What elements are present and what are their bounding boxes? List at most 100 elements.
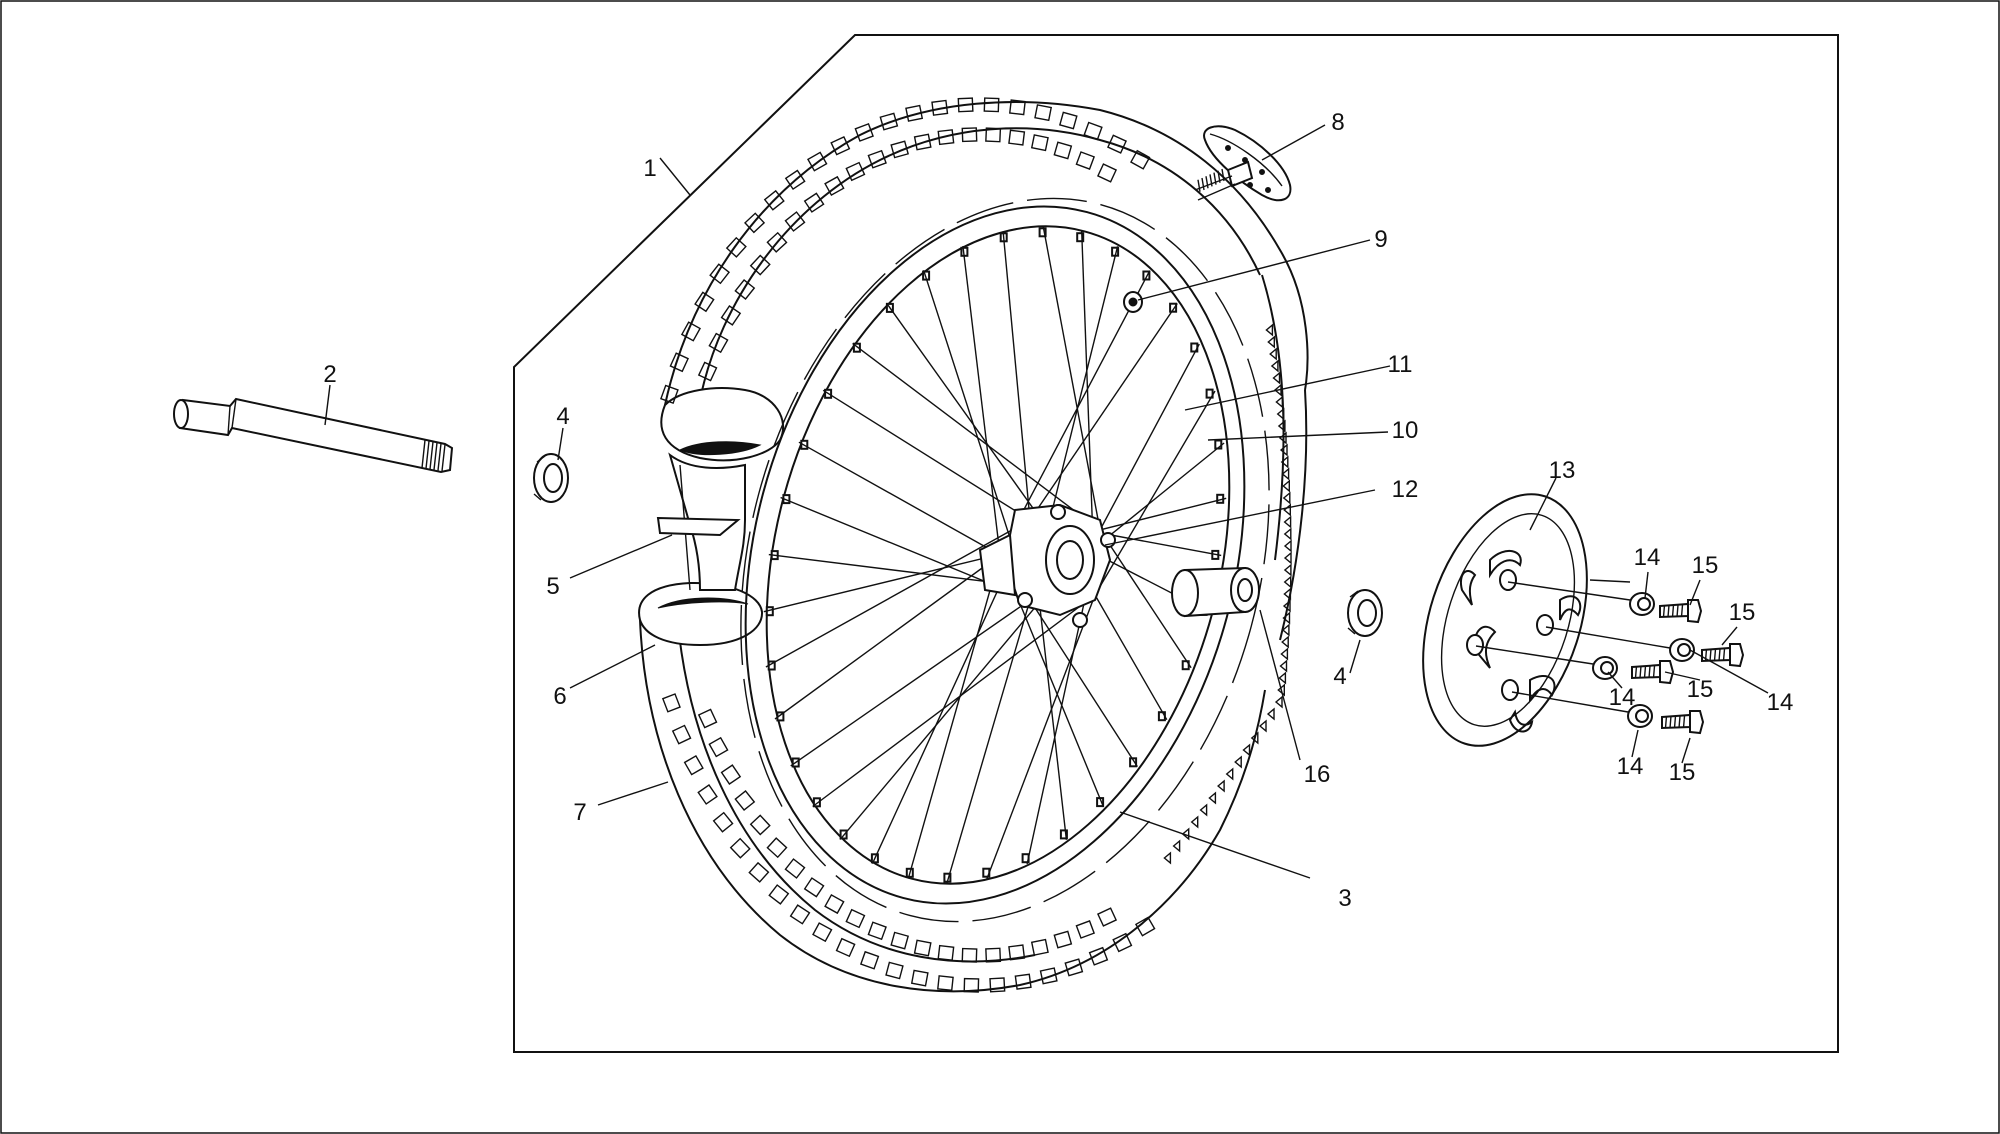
sidewall-tooth	[1266, 707, 1275, 721]
tread-block	[1075, 920, 1096, 939]
tread-block	[1058, 111, 1078, 130]
callout-labels: 1 2 3 4 4 5 6 7 8 9 10 11 12 13 14 14 14…	[323, 109, 1793, 912]
spoke	[812, 594, 1096, 808]
sidewall-tooth	[1282, 611, 1291, 625]
sidewall-tooth	[1276, 407, 1285, 421]
spoke	[999, 270, 1151, 556]
sidewall-tooth	[1225, 767, 1234, 781]
tread-block	[784, 858, 806, 879]
hub	[978, 503, 1116, 628]
rim	[740, 197, 1270, 923]
sidewall-tooth	[1282, 599, 1291, 613]
thread-line	[425, 440, 430, 469]
callout-2: 2	[323, 361, 336, 388]
tread-block	[835, 937, 856, 958]
tread-block	[985, 947, 1002, 963]
tread-block	[913, 133, 932, 151]
spoke	[765, 519, 1031, 668]
spoke	[798, 441, 1001, 556]
tread-block	[766, 231, 788, 253]
spoke	[1002, 231, 1031, 521]
tread-block	[784, 211, 806, 232]
sidewall-tooth	[1190, 815, 1199, 829]
tread-block	[1096, 163, 1118, 183]
spoke-nipple	[1169, 302, 1178, 313]
spoke	[1099, 343, 1200, 531]
spoke	[1094, 594, 1168, 721]
bolt-head	[1729, 643, 1745, 668]
tread-block	[1014, 973, 1032, 990]
spoke-nipple	[1059, 829, 1068, 840]
spoke	[946, 599, 1031, 884]
tread-block	[824, 894, 845, 915]
washer-hole	[1635, 709, 1649, 723]
tread-block	[1039, 967, 1058, 985]
sidewall-tooth	[1277, 419, 1286, 433]
callout-14-d: 14	[1617, 753, 1644, 780]
callout-15-b: 15	[1729, 599, 1756, 626]
rim-lock	[1194, 125, 1292, 202]
tread-block	[749, 814, 771, 836]
tread-block	[961, 947, 978, 963]
callout-14-b: 14	[1767, 689, 1794, 716]
leader-lines	[324, 124, 1631, 879]
tread-block	[937, 129, 955, 146]
sidewall-tooth	[1181, 827, 1190, 841]
sidewall-tooth	[1267, 335, 1275, 349]
sidewall-tooth	[1258, 719, 1267, 733]
sidewall-tooth	[1280, 455, 1289, 469]
callout-14-a: 14	[1634, 544, 1661, 571]
tread-block	[694, 291, 715, 313]
tread-block	[890, 931, 910, 950]
tread-block	[744, 212, 766, 234]
tread-block	[824, 175, 845, 196]
sidewall-tooth	[1283, 575, 1292, 589]
tread-block	[720, 305, 742, 326]
tread-block	[1034, 104, 1053, 122]
tread-block	[963, 977, 980, 993]
tread-block	[789, 904, 811, 925]
rim-tape	[656, 516, 741, 537]
tread-block	[854, 122, 874, 142]
tread-block	[766, 837, 788, 859]
callout-6: 6	[553, 683, 566, 710]
sidewall-tooth	[1250, 731, 1259, 745]
sidewall-tooth	[1281, 635, 1289, 649]
sidewall-tooth	[1199, 803, 1208, 817]
callout-9: 9	[1374, 226, 1387, 253]
tread-block	[867, 149, 887, 169]
sidewall-tooth	[1283, 539, 1292, 553]
tread-block	[749, 254, 771, 276]
callout-1: 1	[643, 155, 656, 182]
sidewall-tooth	[1265, 323, 1274, 337]
washer-hole	[1677, 643, 1691, 657]
axle-thread	[421, 439, 446, 472]
spoke-nipple	[1142, 270, 1151, 281]
thread-line	[1201, 177, 1205, 191]
spacer	[1171, 566, 1260, 618]
tread-block	[1130, 149, 1151, 170]
sidewall-tooth	[1279, 659, 1288, 673]
sidewall-tooth	[1275, 395, 1284, 409]
tread-block	[910, 969, 929, 987]
sidewall-tooth	[1270, 359, 1279, 373]
sidewall-tooth	[1283, 563, 1292, 577]
washer-hole	[1637, 597, 1651, 611]
tread-block	[983, 97, 1000, 113]
tread-block	[1008, 129, 1026, 146]
sidewall-tooth	[1208, 791, 1217, 805]
disc-fasteners	[1475, 581, 1745, 735]
tread-block	[729, 837, 751, 859]
tread-block	[660, 384, 679, 405]
tread-block	[803, 877, 825, 898]
tread-block	[697, 784, 718, 805]
sidewall-tooth	[1283, 587, 1292, 601]
spoke-nipple	[1038, 227, 1047, 238]
callout-4-right: 4	[1333, 663, 1346, 690]
sidewall-tooth	[1280, 647, 1289, 661]
tread-block	[720, 764, 742, 785]
tread-block	[697, 708, 718, 729]
tread-block	[961, 127, 978, 143]
axle	[173, 397, 454, 474]
